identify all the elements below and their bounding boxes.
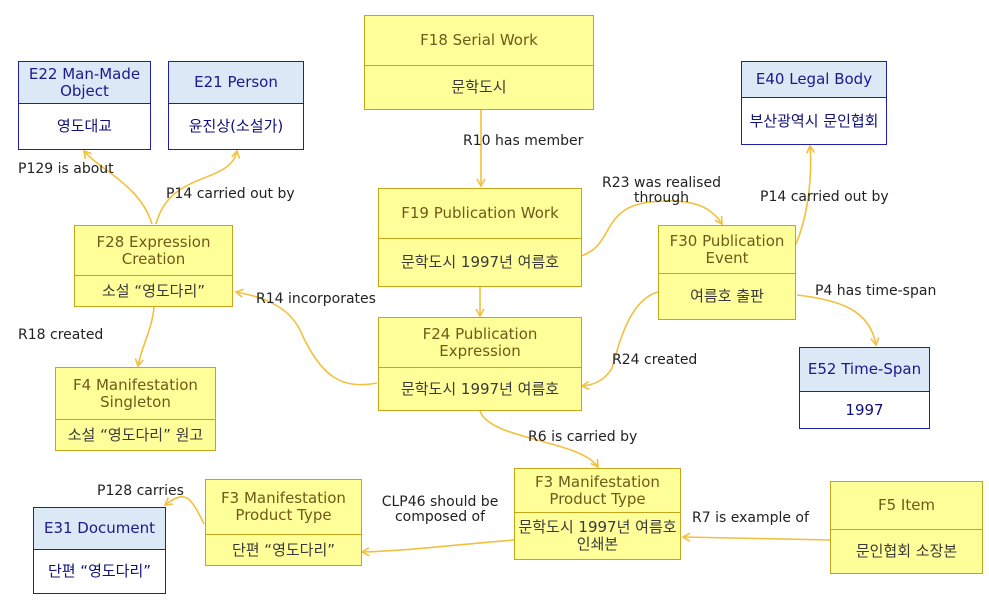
edge-label-clp46: CLP46 should be composed of — [381, 494, 499, 526]
edge-label-p128: P128 carries — [97, 483, 184, 499]
node-title: F18 Serial Work — [365, 16, 593, 66]
node-value: 소설 “영도다리” — [101, 281, 206, 300]
node-e40-legal-body: E40 Legal Body 부산광역시 문인협회 — [741, 61, 887, 145]
edge-label-p14b: P14 carried out by — [760, 189, 889, 205]
node-value: 영도대교 — [56, 117, 113, 136]
node-e31-document: E31 Document 단편 “영도다리” — [33, 507, 166, 594]
node-f18-serial-work: F18 Serial Work 문학도시 — [364, 15, 594, 110]
edge-r14 — [234, 288, 378, 386]
node-title: F24 Publication Expression — [379, 318, 581, 368]
node-title: F3 Manifestation Product Type — [206, 480, 361, 535]
node-f3-manifestation-product-type-b: F3 Manifestation Product Type 단편 “영도다리” — [205, 479, 362, 566]
node-value: 문인협회 소장본 — [855, 542, 958, 561]
edge-label-p129: P129 is about — [18, 161, 114, 177]
node-value: 문학도시 — [451, 78, 507, 97]
edge-p128 — [163, 496, 205, 525]
edge-label-r7: R7 is example of — [692, 510, 809, 526]
node-f24-publication-expression: F24 Publication Expression 문학도시 1997년 여름… — [378, 317, 582, 411]
edge-r24 — [580, 291, 659, 391]
edge-label-r6: R6 is carried by — [528, 429, 638, 445]
node-title: F30 Publication Event — [659, 226, 795, 274]
node-e22-man-made-object: E22 Man-Made Object 영도대교 — [18, 61, 151, 150]
node-title: E40 Legal Body — [742, 62, 886, 98]
node-title: E22 Man-Made Object — [19, 62, 150, 104]
edge-r18 — [134, 306, 155, 368]
edge-label-r23: R23 was realised through — [602, 175, 721, 207]
node-value: 단편 “영도다리” — [47, 562, 152, 581]
node-value: 윤진상(소설가) — [188, 117, 284, 136]
node-title: F5 Item — [831, 482, 982, 530]
node-f30-publication-event: F30 Publication Event 여름호 출판 — [658, 225, 796, 320]
node-title: F4 Manifestation Singleton — [56, 368, 215, 420]
edge-r23 — [580, 200, 723, 257]
edge-label-p14a: P14 carried out by — [166, 186, 295, 202]
edge-label-r10: R10 has member — [463, 133, 584, 149]
node-value: 문학도시 1997년 여름호 — [400, 379, 560, 398]
node-e21-person: E21 Person 윤진상(소설가) — [168, 61, 304, 150]
node-e52-time-span: E52 Time-Span 1997 — [799, 347, 930, 429]
edge-p4 — [796, 294, 880, 347]
edge-p14b — [795, 144, 816, 245]
edge-p129 — [82, 149, 153, 225]
node-f5-item: F5 Item 문인협회 소장본 — [830, 481, 983, 574]
node-title: F19 Publication Work — [379, 189, 581, 239]
node-title: E52 Time-Span — [800, 348, 929, 392]
node-value: 문학도시 1997년 여름호 — [400, 253, 560, 272]
node-value: 1997 — [845, 400, 884, 419]
node-value: 부산광역시 문인협회 — [749, 111, 879, 130]
edge-label-r18: R18 created — [18, 327, 104, 343]
edge-clp46 — [360, 539, 515, 557]
node-title: E31 Document — [34, 508, 165, 550]
node-value: 여름호 출판 — [690, 287, 764, 306]
node-value: 단편 “영도다리” — [231, 540, 336, 559]
node-value: 문학도시 1997년 여름호 인쇄본 — [518, 518, 677, 553]
node-f28-expression-creation: F28 Expression Creation 소설 “영도다리” — [74, 225, 233, 307]
node-title: F28 Expression Creation — [75, 226, 232, 276]
edge-r6 — [479, 410, 599, 469]
edge-r7 — [681, 532, 831, 542]
node-title: E21 Person — [169, 62, 303, 104]
node-f3-manifestation-product-type-a: F3 Manifestation Product Type 문학도시 1997년… — [514, 468, 681, 560]
node-title: F3 Manifestation Product Type — [515, 469, 680, 513]
edge-label-p4: P4 has time-span — [815, 283, 937, 299]
node-f19-publication-work: F19 Publication Work 문학도시 1997년 여름호 — [378, 188, 582, 287]
edge-p14a — [155, 149, 241, 225]
edge-label-r14: R14 incorporates — [256, 291, 376, 307]
node-value: 소설 “영도다리” 원고 — [67, 425, 204, 444]
edge-label-r24: R24 created — [612, 352, 698, 368]
node-f4-manifestation-singleton: F4 Manifestation Singleton 소설 “영도다리” 원고 — [55, 367, 216, 451]
